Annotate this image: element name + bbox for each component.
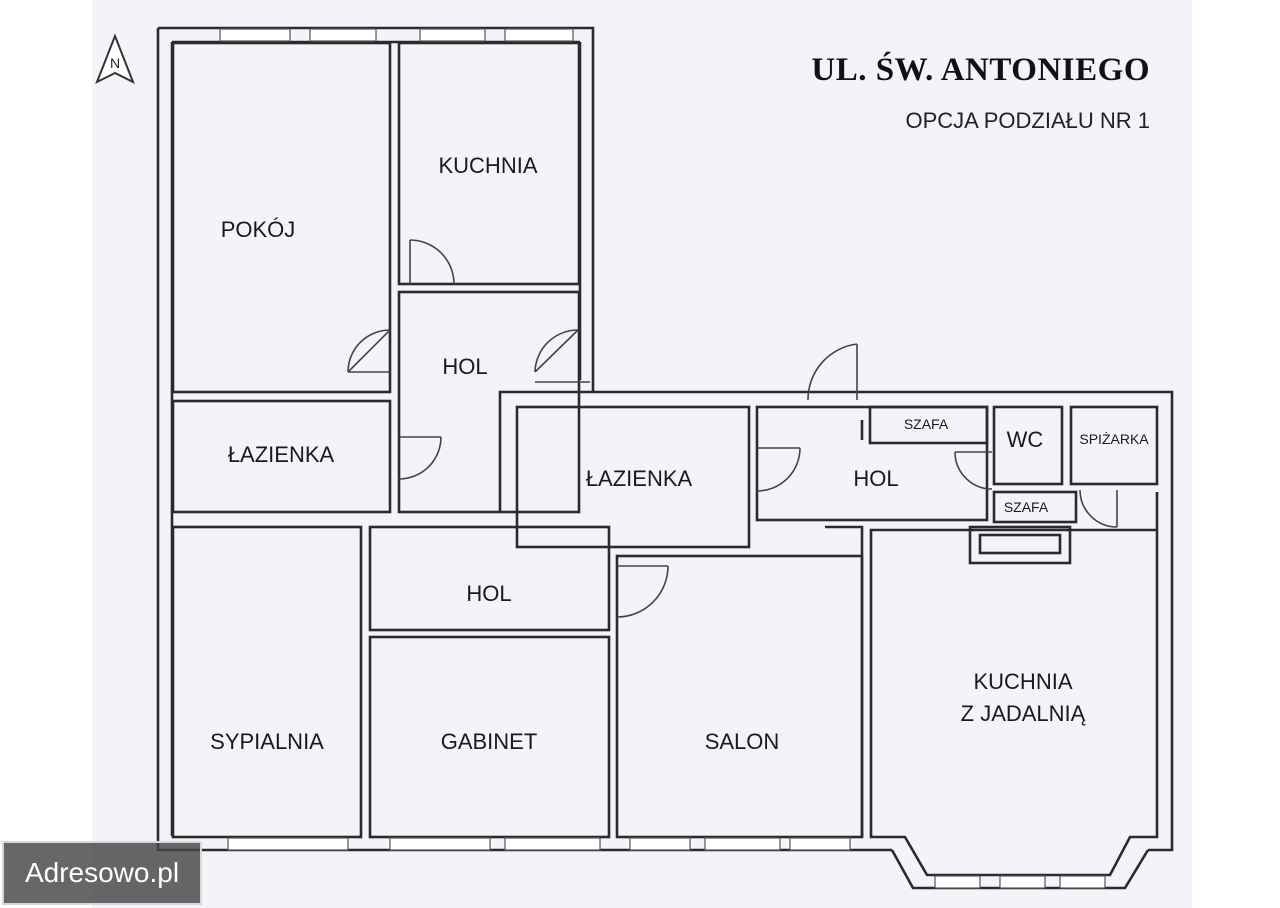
room-labels: POKÓJ KUCHNIA HOL ŁAZIENKA ŁAZIENKA HOL …	[210, 153, 1149, 754]
room-szafa-bottom	[992, 490, 1078, 524]
label-pokoj: POKÓJ	[221, 217, 296, 242]
plan-subtitle: OPCJA PODZIAŁU NR 1	[905, 108, 1150, 133]
plan-background	[92, 0, 1192, 908]
rooms	[171, 41, 1159, 877]
plan-title: UL. ŚW. ANTONIEGO	[811, 50, 1150, 88]
label-kuchnia-z-jadalnia-1: KUCHNIA	[973, 669, 1072, 694]
room-hol-top	[397, 290, 581, 514]
label-hol-top: HOL	[442, 354, 487, 379]
kitchen-sink	[978, 533, 1062, 555]
label-lazienka-left: ŁAZIENKA	[228, 442, 335, 467]
room-szafa-top	[868, 405, 989, 445]
room-gabinet	[368, 635, 611, 839]
label-szafa-bottom: SZAFA	[1004, 499, 1049, 515]
label-sypialnia: SYPIALNIA	[210, 729, 324, 754]
label-kuchnia-top: KUCHNIA	[438, 153, 537, 178]
room-hol-mid	[368, 525, 611, 632]
label-kuchnia-z-jadalnia-2: Z JADALNIĄ	[961, 701, 1086, 726]
room-sypialnia	[171, 525, 363, 839]
label-lazienka-mid: ŁAZIENKA	[586, 466, 693, 491]
label-salon: SALON	[705, 729, 780, 754]
room-kuchnia-top	[397, 41, 581, 286]
label-hol-right: HOL	[853, 466, 898, 491]
doors	[347, 239, 1118, 837]
room-wc	[992, 405, 1064, 486]
watermark-logo: Adresowo.pl	[2, 841, 202, 905]
label-hol-mid: HOL	[466, 581, 511, 606]
kitchen-counter	[968, 525, 1072, 565]
room-kuchnia-z-jadalnia	[869, 492, 1159, 877]
room-spizarka	[1069, 405, 1159, 486]
room-lazienka-mid	[515, 405, 751, 549]
north-arrow-icon: N	[95, 33, 135, 85]
label-szafa-top: SZAFA	[904, 416, 949, 432]
label-gabinet: GABINET	[441, 729, 538, 754]
label-spizarka: SPIŻARKA	[1079, 430, 1149, 447]
label-wc: WC	[1007, 427, 1044, 452]
windows	[219, 28, 1106, 889]
room-pokoj	[171, 41, 392, 394]
room-lazienka-left	[171, 399, 392, 514]
compass-letter: N	[110, 55, 120, 71]
